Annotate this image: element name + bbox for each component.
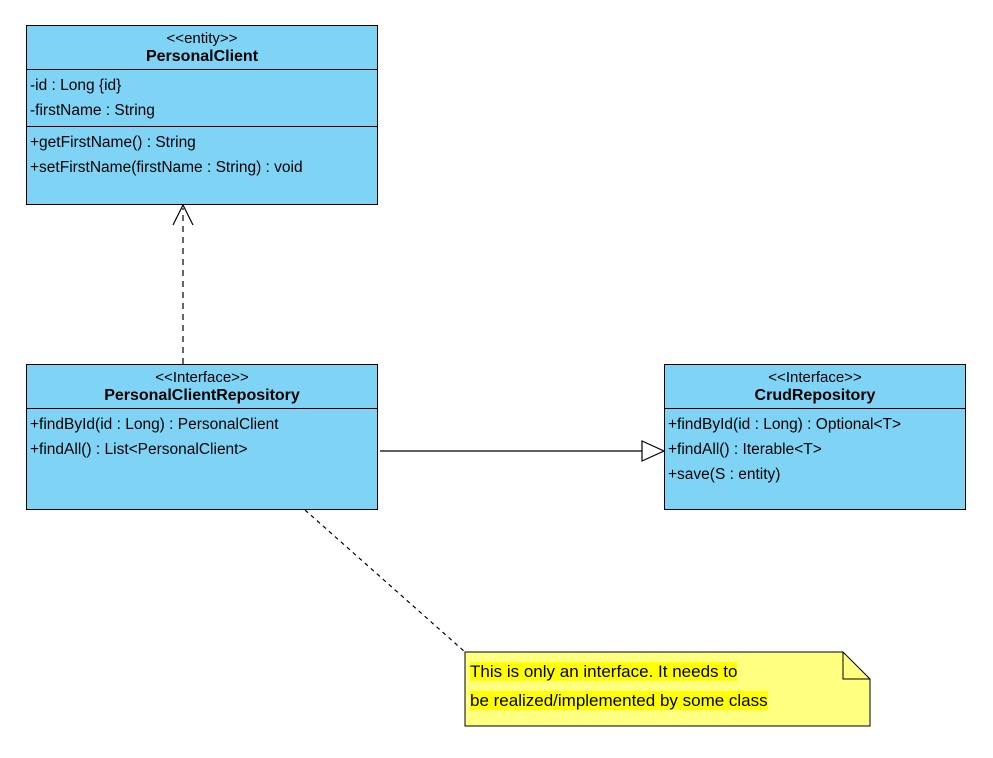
class-header: <<Interface>> CrudRepository (665, 365, 965, 409)
class-header: <<Interface>> PersonalClientRepository (27, 365, 377, 409)
stereotype-label: <<entity>> (166, 30, 238, 47)
operation-find-all: +findAll() : Iterable<T> (668, 441, 822, 458)
note-line-1: This is only an interface. It needs to (470, 662, 738, 681)
class-name: CrudRepository (754, 387, 876, 404)
generalization-arrowhead (641, 440, 666, 462)
note-anchor-line (304, 509, 466, 653)
operation-set-first-name: +setFirstName(firstName : String) : void (30, 159, 303, 176)
stereotype-label: <<Interface>> (768, 369, 862, 386)
operations-compartment: +findById(id : Long) : Optional<T> +find… (665, 409, 965, 490)
attribute-first-name: -firstName : String (30, 102, 155, 119)
operation-find-by-id: +findById(id : Long) : Optional<T> (668, 416, 902, 433)
operations-compartment: +findById(id : Long) : PersonalClient +f… (27, 409, 377, 465)
operations-compartment: +getFirstName() : String +setFirstName(f… (27, 126, 377, 183)
note-line-2: be realized/implemented by some class (470, 691, 768, 710)
attribute-id: -id : Long {id} (30, 77, 122, 94)
class-personal-client[interactable]: <<entity>> PersonalClient -id : Long {id… (26, 25, 378, 205)
note-fold-corner (842, 652, 870, 680)
interface-crud-repository[interactable]: <<Interface>> CrudRepository +findById(i… (664, 364, 966, 510)
operation-get-first-name: +getFirstName() : String (30, 134, 196, 151)
attributes-compartment: -id : Long {id} -firstName : String (27, 70, 377, 126)
class-name: PersonalClient (145, 48, 259, 65)
note[interactable]: This is only an interface. It needs to b… (470, 657, 768, 715)
operation-save: +save(S : entity) (668, 466, 781, 483)
interface-personal-client-repository[interactable]: <<Interface>> PersonalClientRepository +… (26, 364, 378, 510)
operation-find-all: +findAll() : List<PersonalClient> (30, 441, 248, 458)
operation-find-by-id: +findById(id : Long) : PersonalClient (30, 416, 279, 433)
class-name: PersonalClientRepository (104, 387, 300, 404)
stereotype-label: <<Interface>> (155, 369, 249, 386)
dependency-arrowhead (172, 203, 194, 226)
class-header: <<entity>> PersonalClient (27, 26, 377, 70)
